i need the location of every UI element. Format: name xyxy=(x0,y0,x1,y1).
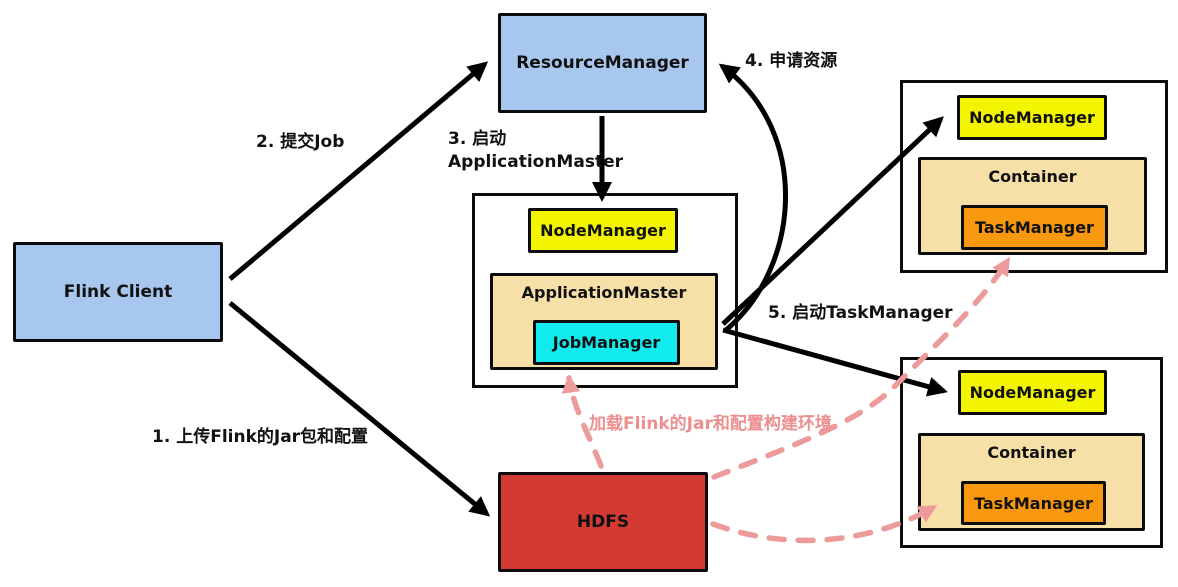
label-step3: 3. 启动 ApplicationMaster xyxy=(448,128,623,174)
resource-manager-label: ResourceManager xyxy=(516,53,689,73)
label-step3-line2: ApplicationMaster xyxy=(448,151,623,172)
flink-client-box: Flink Client xyxy=(13,242,223,342)
hdfs-box: HDFS xyxy=(498,472,708,572)
master-nodemanager-box: NodeManager xyxy=(528,208,678,253)
worker-top-taskmanager-label: TaskManager xyxy=(975,218,1094,237)
arrow-upload-jar xyxy=(228,301,491,517)
flink-client-label: Flink Client xyxy=(63,282,173,302)
worker-top-nodemanager-box: NodeManager xyxy=(957,95,1107,140)
label-step4: 4. 申请资源 xyxy=(745,51,838,71)
job-manager-label: JobManager xyxy=(552,333,661,352)
master-node-group: NodeManager ApplicationMaster JobManager xyxy=(472,193,738,388)
resource-manager-box: ResourceManager xyxy=(498,13,707,113)
worker-node-bottom-group: NodeManager Container TaskManager xyxy=(900,357,1163,548)
application-master-label: ApplicationMaster xyxy=(521,283,687,302)
label-load-env: 加载Flink的Jar和配置构建环境 xyxy=(589,414,832,434)
worker-bottom-nodemanager-label: NodeManager xyxy=(969,383,1096,402)
worker-bottom-nodemanager-box: NodeManager xyxy=(958,370,1107,415)
worker-bottom-container-box: Container TaskManager xyxy=(918,433,1145,531)
application-master-box: ApplicationMaster JobManager xyxy=(490,273,718,370)
label-step1: 1. 上传Flink的Jar包和配置 xyxy=(152,427,369,447)
master-nodemanager-label: NodeManager xyxy=(540,221,666,240)
arrow-submit-job xyxy=(228,61,489,281)
label-step2: 2. 提交Job xyxy=(256,132,345,152)
worker-top-nodemanager-label: NodeManager xyxy=(969,108,1095,127)
hdfs-label: HDFS xyxy=(576,512,630,532)
job-manager-box: JobManager xyxy=(533,320,680,365)
worker-node-top-group: NodeManager Container TaskManager xyxy=(900,80,1168,273)
worker-top-taskmanager-box: TaskManager xyxy=(961,205,1108,250)
label-step5: 5. 启动TaskManager xyxy=(768,303,953,323)
worker-bottom-taskmanager-box: TaskManager xyxy=(961,481,1106,525)
worker-top-container-box: Container TaskManager xyxy=(918,157,1147,255)
worker-top-container-label: Container xyxy=(988,167,1077,186)
worker-bottom-container-label: Container xyxy=(987,443,1076,462)
worker-bottom-taskmanager-label: TaskManager xyxy=(974,493,1093,513)
label-step3-line1: 3. 启动 xyxy=(448,129,507,149)
